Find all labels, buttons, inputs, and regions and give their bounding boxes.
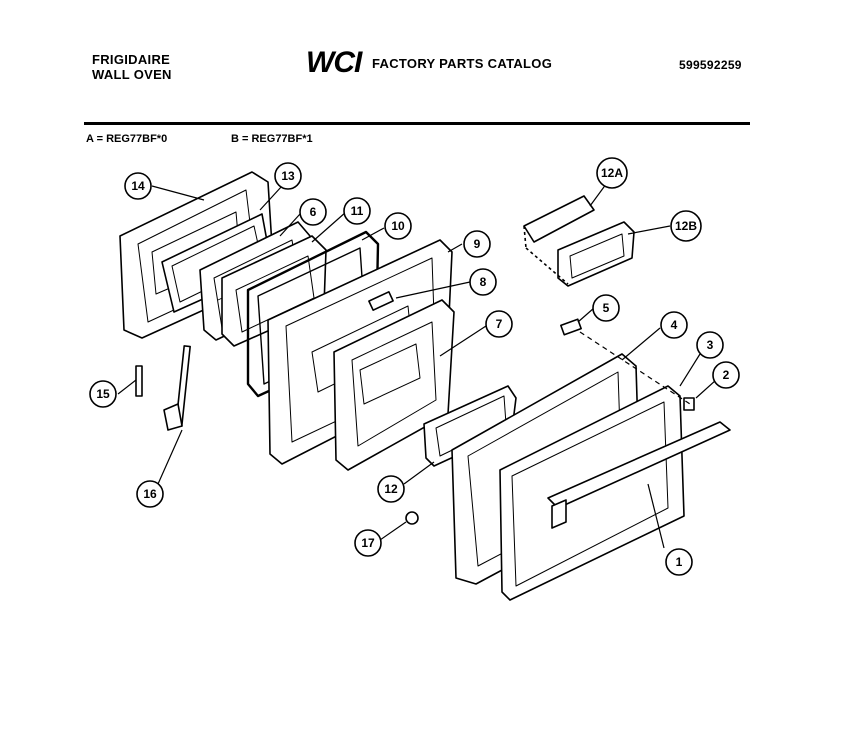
svg-text:10: 10 xyxy=(391,219,405,233)
svg-text:3: 3 xyxy=(707,338,714,352)
part-16-hinge xyxy=(163,345,191,431)
svg-text:12B: 12B xyxy=(675,219,697,233)
brand-name: FRIGIDAIRE xyxy=(92,52,171,67)
callout-9: 9 xyxy=(463,230,491,258)
wci-logo: WCI xyxy=(306,46,362,79)
callout-15: 15 xyxy=(89,380,117,408)
callouts: 14 13 6 11 10 9 8 7 12A 12B 5 4 3 2 1 15… xyxy=(89,157,740,576)
svg-text:13: 13 xyxy=(281,169,295,183)
callout-5: 5 xyxy=(592,294,620,322)
svg-text:14: 14 xyxy=(131,179,145,193)
catalog-title: FACTORY PARTS CATALOG xyxy=(372,56,553,71)
svg-text:12A: 12A xyxy=(601,166,623,180)
callout-7: 7 xyxy=(485,310,513,338)
part-5-pin xyxy=(560,318,582,336)
svg-text:7: 7 xyxy=(496,317,503,331)
leader-lines xyxy=(117,175,717,549)
svg-text:2: 2 xyxy=(723,368,730,382)
part-15-spring xyxy=(135,365,143,397)
callout-6: 6 xyxy=(299,198,327,226)
callout-16: 16 xyxy=(136,480,164,508)
callout-2: 2 xyxy=(712,361,740,389)
part-7-liner xyxy=(333,299,455,471)
callout-11: 11 xyxy=(343,197,371,225)
callout-13: 13 xyxy=(274,162,302,190)
svg-text:12: 12 xyxy=(384,482,398,496)
model-a-label: A = REG77BF*0 xyxy=(86,133,168,145)
svg-text:9: 9 xyxy=(474,237,481,251)
part-number: 599592259 xyxy=(679,58,742,72)
part-12AB-bracket xyxy=(523,195,635,287)
callout-3: 3 xyxy=(696,331,724,359)
callout-8: 8 xyxy=(469,268,497,296)
header-divider xyxy=(84,122,750,125)
callout-17: 17 xyxy=(354,529,382,557)
product-type: WALL OVEN xyxy=(92,67,172,82)
callout-12B: 12B xyxy=(670,210,702,242)
brand-block: FRIGIDAIRE WALL OVEN xyxy=(92,52,172,82)
part-8-latch xyxy=(368,291,394,311)
callout-4: 4 xyxy=(660,311,688,339)
part-17-screw xyxy=(405,511,419,525)
svg-text:1: 1 xyxy=(676,555,683,569)
svg-text:15: 15 xyxy=(96,387,110,401)
svg-text:8: 8 xyxy=(480,275,487,289)
callout-1: 1 xyxy=(665,548,693,576)
callout-14: 14 xyxy=(124,172,152,200)
svg-text:17: 17 xyxy=(361,536,375,550)
part-1-door-front xyxy=(499,385,731,601)
svg-text:16: 16 xyxy=(143,487,157,501)
svg-text:4: 4 xyxy=(671,318,678,332)
svg-text:6: 6 xyxy=(310,205,317,219)
callout-10: 10 xyxy=(384,212,412,240)
callout-12A: 12A xyxy=(596,157,628,189)
svg-text:11: 11 xyxy=(351,204,364,218)
svg-text:5: 5 xyxy=(603,301,610,315)
model-b-label: B = REG77BF*1 xyxy=(231,133,313,145)
callout-12: 12 xyxy=(377,475,405,503)
